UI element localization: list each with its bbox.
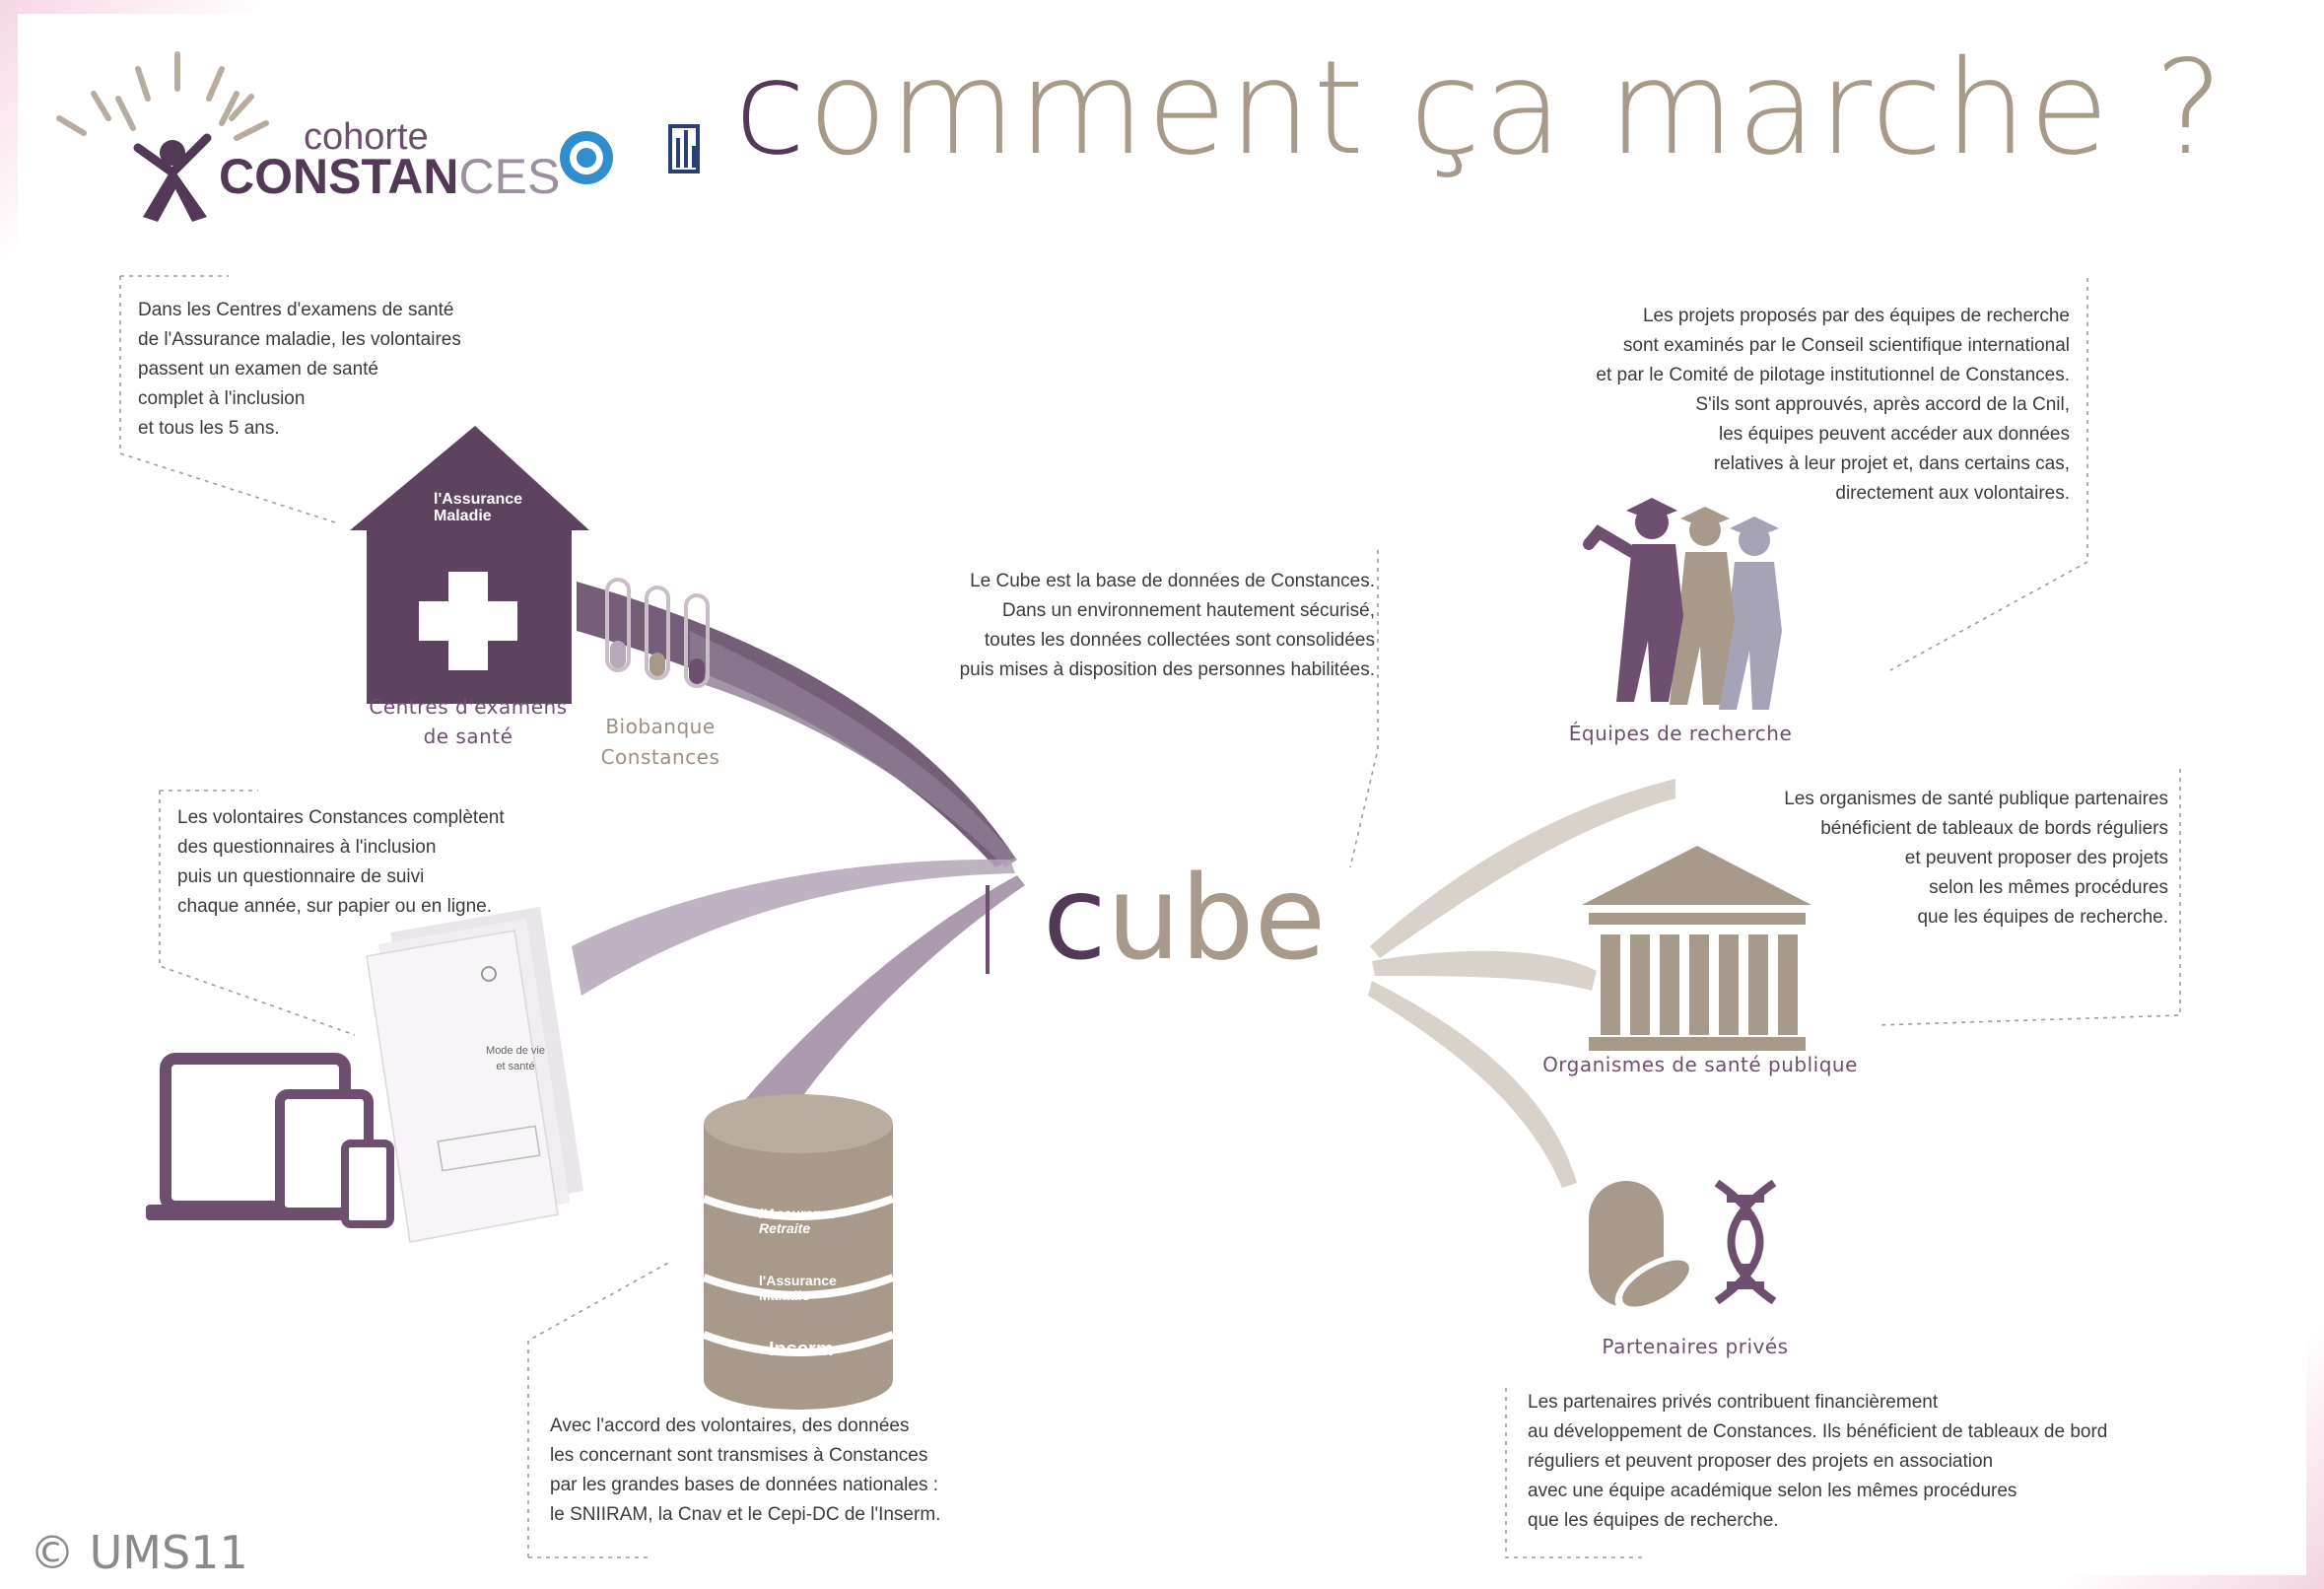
logo-cohorte: cohorte xyxy=(304,116,429,158)
assurance-retraite-db-logo: l'Assurance Retraite xyxy=(759,1206,837,1236)
note-partenaires: Les partenaires privés contribuent finan… xyxy=(1528,1392,2108,1531)
flow-equipes xyxy=(1370,779,1675,958)
note-cube: Le Cube est la base de données de Consta… xyxy=(959,571,1375,680)
page-title: comment ça marche ? xyxy=(734,33,2225,184)
flow-questionnaires xyxy=(572,859,1015,996)
white-panel xyxy=(18,14,2306,1575)
inserm-db-logo: Inserm xyxy=(769,1339,834,1360)
label-biobanque: Biobanque Constances xyxy=(600,715,720,769)
note-organismes: Les organismes de santé publique partena… xyxy=(1784,789,2168,928)
flow-organismes xyxy=(1372,950,1597,991)
note-questionnaires: Les volontaires Constances complètent de… xyxy=(177,807,505,917)
label-equipes: Équipes de recherche xyxy=(1568,722,1793,745)
note-bases: Avec l'accord des volontaires, des donné… xyxy=(550,1416,941,1525)
copyright: © UMS11 xyxy=(30,1526,248,1579)
cube-title: cube xyxy=(1043,850,1327,986)
flow-bases xyxy=(710,875,1025,1153)
label-organismes: Organismes de santé publique xyxy=(1542,1053,1858,1076)
note-equipes: Les projets proposés par des équipes de … xyxy=(1596,306,2070,504)
institution-building-icon xyxy=(1582,846,1811,1051)
flow-partenaires xyxy=(1368,981,1577,1188)
assurance-maladie-house-logo: l'Assurance Maladie xyxy=(434,491,523,524)
smartphone-icon xyxy=(341,1140,394,1228)
questionnaire-papers-icon xyxy=(366,907,583,1243)
dna-icon xyxy=(1714,1179,1777,1305)
researchers-icon xyxy=(1583,498,1782,710)
label-partenaires: Partenaires privés xyxy=(1602,1335,1789,1358)
test-tubes-icon xyxy=(605,578,710,688)
pill-icon xyxy=(1589,1181,1697,1313)
questionnaire-title: Mode de vie et santé xyxy=(486,1045,545,1072)
database-icon xyxy=(702,1094,895,1410)
note-centres: Dans les Centres d'examens de santé de l… xyxy=(138,300,461,439)
house-icon xyxy=(350,426,589,704)
assurance-maladie-db-logo: l'Assurance Maladie xyxy=(759,1273,837,1303)
statistique-publique-logo-icon xyxy=(668,124,700,173)
label-centres: Centres d'examens de santé xyxy=(369,695,568,748)
logo-constances: CONSTANCES xyxy=(219,149,561,204)
investissements-avenir-logo-icon xyxy=(560,131,613,184)
constances-logo-icon xyxy=(56,51,269,222)
callout-lines xyxy=(119,275,2181,1558)
flow-biobanque xyxy=(690,631,1017,867)
